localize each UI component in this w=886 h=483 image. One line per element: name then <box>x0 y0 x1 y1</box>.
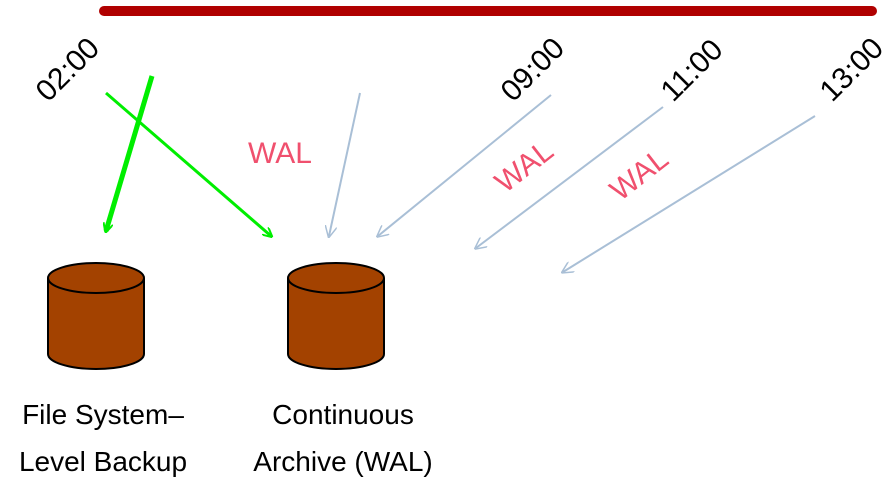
time-label-1300: 13:00 <box>814 32 886 108</box>
wal-label-1: WAL <box>248 137 312 170</box>
filesystem-backup-caption-line1: File System– <box>22 399 184 430</box>
continuous-archive-caption-line1: Continuous <box>272 399 414 430</box>
time-label-0900: 09:00 <box>495 32 571 108</box>
wal-arrow-1100 <box>476 106 664 248</box>
time-label-0200: 02:00 <box>30 32 106 108</box>
wal-arrow-0900 <box>378 94 552 236</box>
time-label-1100: 11:00 <box>655 33 730 108</box>
filesystem-backup-caption-line2: Level Backup <box>19 446 187 477</box>
continuous-archive-caption-line2: Archive (WAL) <box>253 446 432 477</box>
database-cylinder-icon <box>287 262 385 370</box>
wal-arrow-1 <box>329 92 361 236</box>
wal-label-3: WAL <box>604 142 675 207</box>
backup-arrow-to-archive <box>105 91 271 236</box>
database-cylinder-icon <box>47 262 145 370</box>
wal-label-2: WAL <box>489 134 560 199</box>
wal-arrow-1300 <box>563 115 816 272</box>
backup-arrow-to-filesystem <box>106 75 155 231</box>
